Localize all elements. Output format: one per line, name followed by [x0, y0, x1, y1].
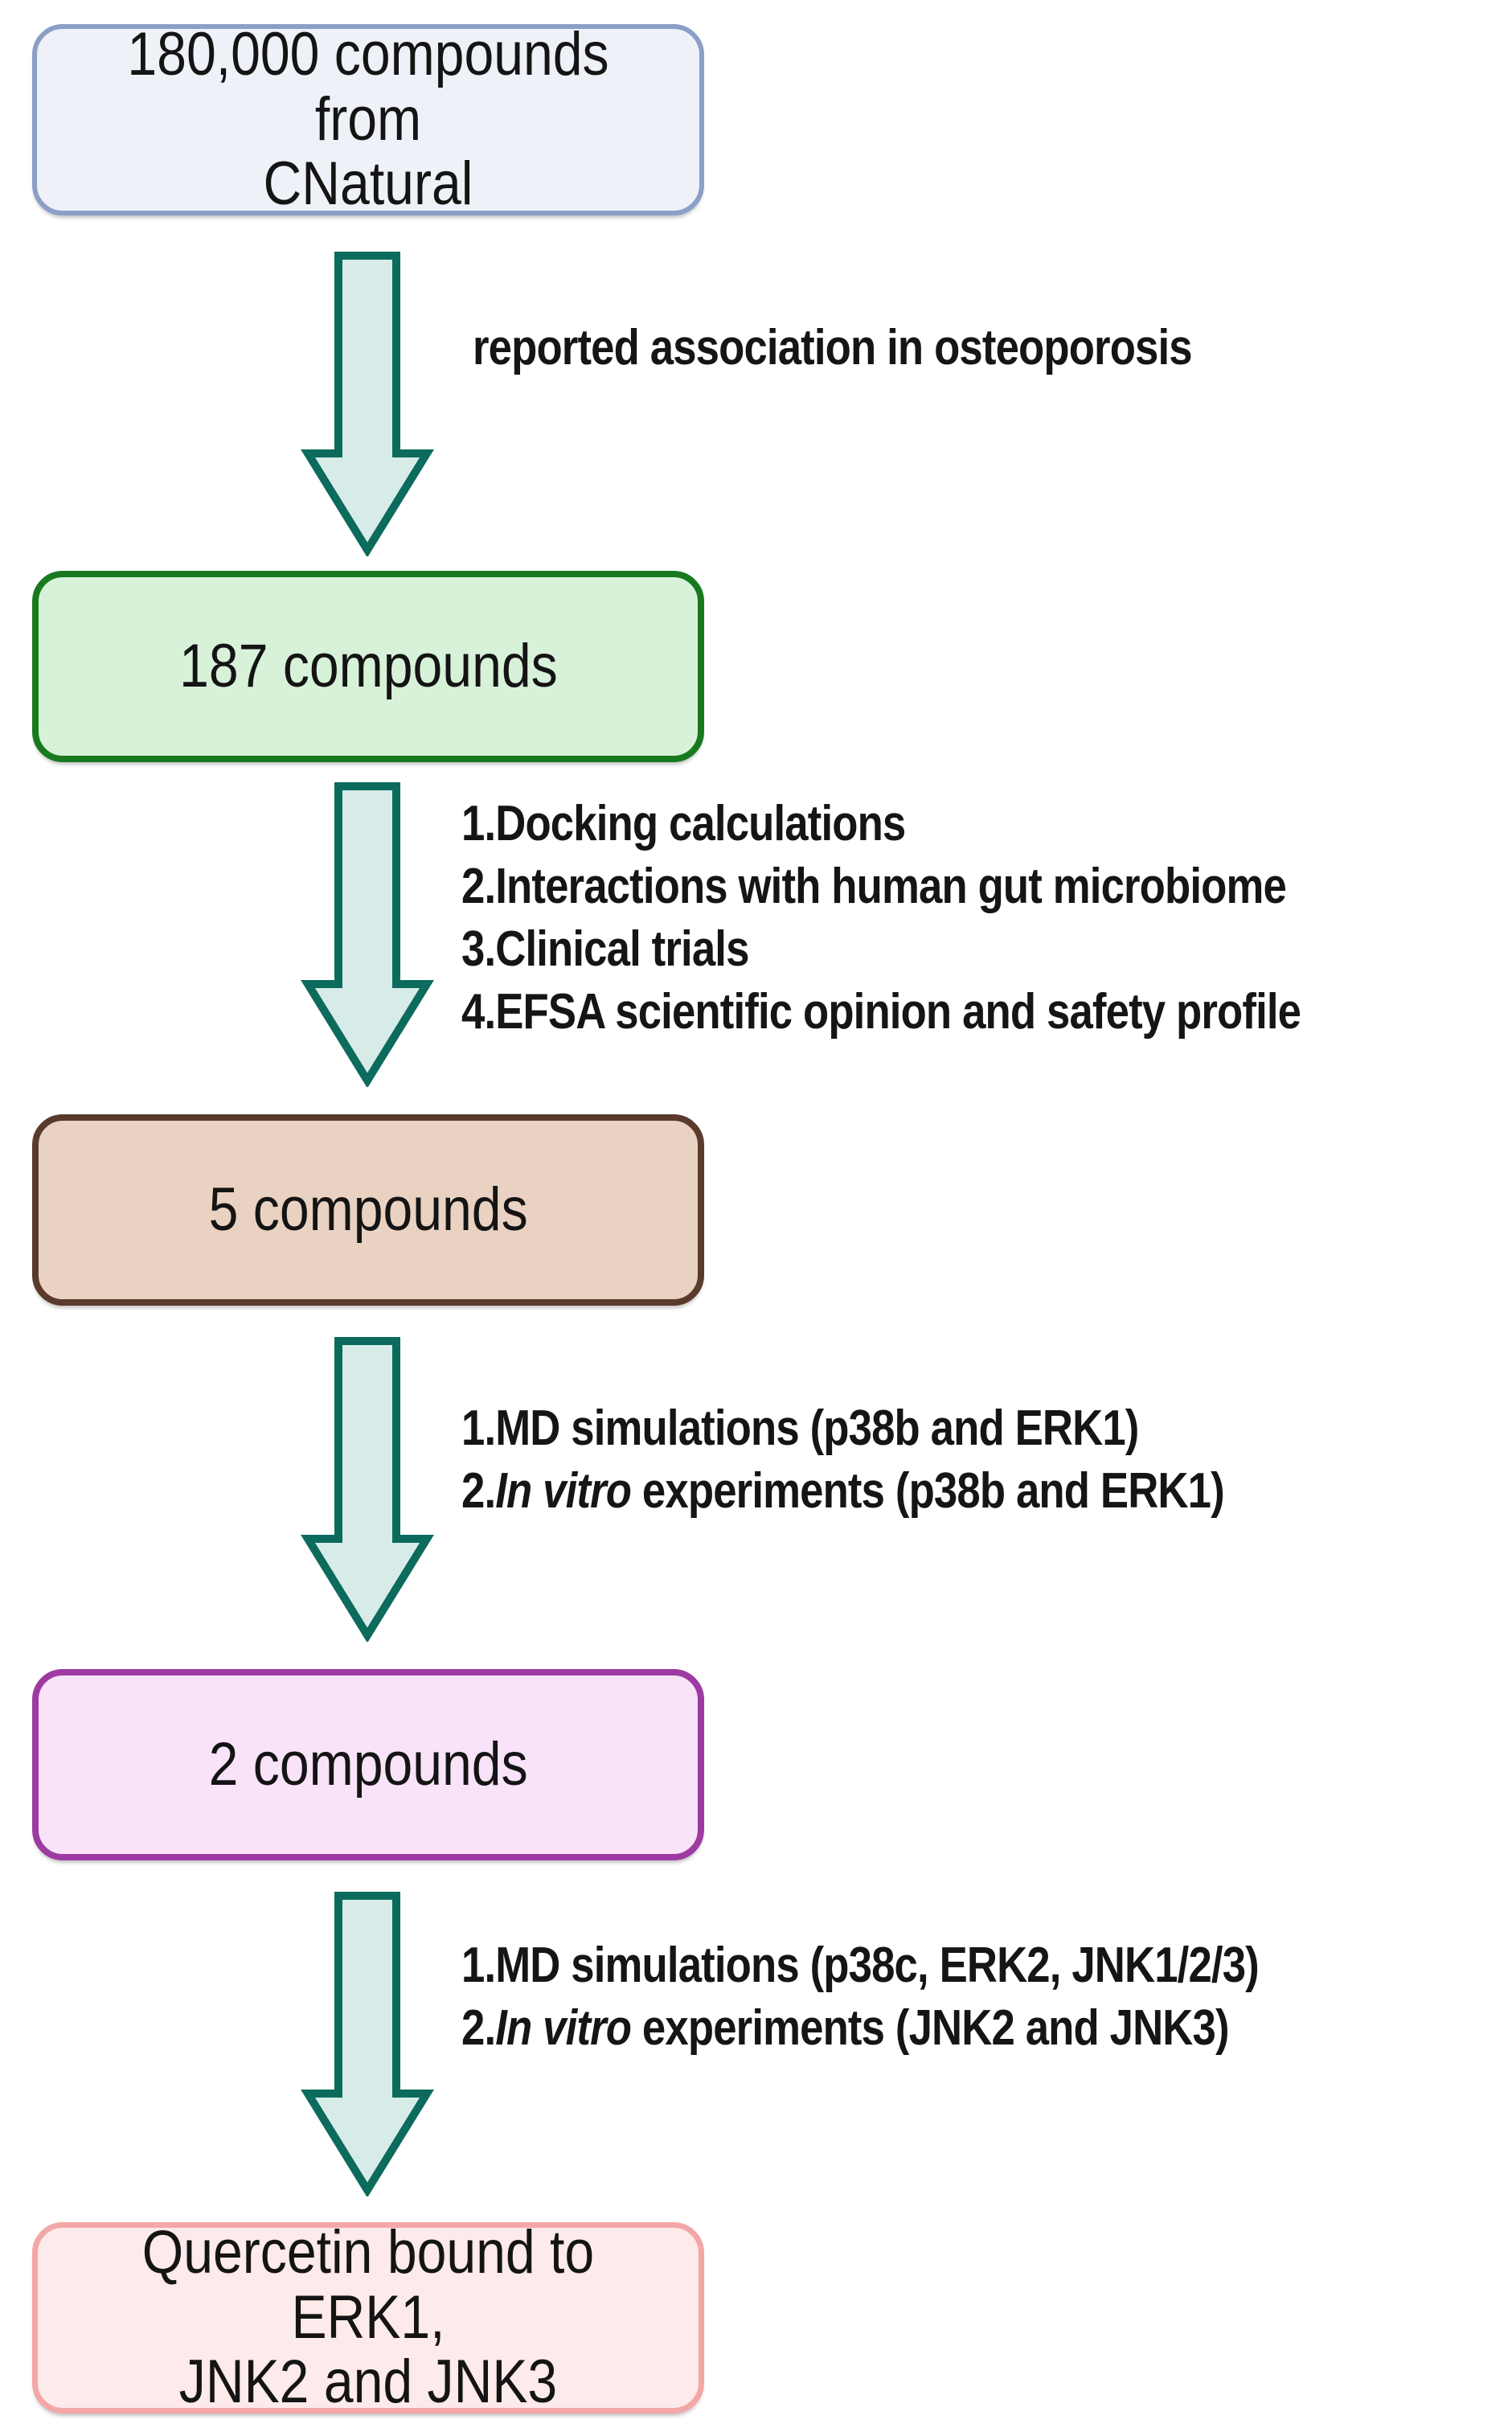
arrow-4-annotation: 1.MD simulations (p38c, ERK2, JNK1/2/3) …: [461, 1934, 1260, 2060]
flow-box-result: Quercetin bound to ERK1, JNK2 and JNK3: [32, 2218, 704, 2417]
down-arrow-4-shape: [301, 1892, 434, 2196]
annotation-line: 2.Interactions with human gut microbiome: [461, 855, 1301, 918]
down-arrow-3: [301, 1337, 434, 1642]
arrow-3-annotation: 1.MD simulations (p38b and ERK1) 2.In vi…: [461, 1397, 1225, 1523]
annotation-text: 1.MD simulations (p38b and ERK1): [461, 1401, 1139, 1456]
annotation-text: 2.Interactions with human gut microbiome: [461, 859, 1287, 914]
down-arrow-1-shape: [301, 252, 434, 556]
flow-box-source: 180,000 compounds from CNatural: [32, 20, 704, 219]
annotation-line: 3.Clinical trials: [461, 918, 1301, 981]
annotation-text-italic: In vitro: [495, 1463, 632, 1519]
annotation-text-italic: In vitro: [495, 2000, 632, 2056]
annotation-text: 1.MD simulations (p38c, ERK2, JNK1/2/3): [461, 1938, 1260, 1993]
down-arrow-1: [301, 252, 434, 556]
annotation-line: 1.MD simulations (p38c, ERK2, JNK1/2/3): [461, 1934, 1260, 1997]
annotation-text: 2.: [461, 2000, 496, 2056]
flow-box-result-label: Quercetin bound to ERK1, JNK2 and JNK3: [141, 2218, 595, 2417]
annotation-text: experiments (JNK2 and JNK3): [631, 2000, 1230, 2056]
annotation-line: 2.In vitro experiments (p38b and ERK1): [461, 1460, 1225, 1523]
down-arrow-4: [301, 1892, 434, 2196]
flow-box-187-compounds-label: 187 compounds: [178, 631, 558, 700]
flow-box-5-compounds-label: 5 compounds: [208, 1175, 528, 1244]
down-arrow-2-shape: [301, 782, 434, 1087]
annotation-text: 4.EFSA scientific opinion and safety pro…: [461, 984, 1301, 1040]
annotation-line: 1.MD simulations (p38b and ERK1): [461, 1397, 1224, 1460]
annotation-text: reported association in osteoporosis: [473, 320, 1193, 375]
down-arrow-3-shape: [301, 1337, 434, 1642]
flow-box-5-compounds: 5 compounds: [32, 1114, 704, 1306]
arrow-1-annotation: reported association in osteoporosis: [473, 317, 1193, 379]
annotation-line: 2.In vitro experiments (JNK2 and JNK3): [461, 1997, 1259, 2060]
annotation-text: 1.Docking calculations: [461, 796, 906, 851]
down-arrow-2: [301, 782, 434, 1087]
annotation-line: 4.EFSA scientific opinion and safety pro…: [461, 981, 1301, 1044]
annotation-text: 3.Clinical trials: [461, 921, 749, 977]
flow-box-source-label: 180,000 compounds from CNatural: [127, 20, 609, 219]
annotation-line: 1.Docking calculations: [461, 793, 1301, 855]
annotation-text: experiments (p38b and ERK1): [631, 1463, 1225, 1519]
flow-box-2-compounds-label: 2 compounds: [208, 1729, 528, 1798]
annotation-line: reported association in osteoporosis: [473, 317, 1193, 379]
annotation-text: 2.: [461, 1463, 496, 1519]
flow-box-2-compounds: 2 compounds: [32, 1669, 704, 1860]
flow-box-187-compounds: 187 compounds: [32, 571, 704, 762]
arrow-2-annotation: 1.Docking calculations 2.Interactions wi…: [461, 793, 1301, 1044]
